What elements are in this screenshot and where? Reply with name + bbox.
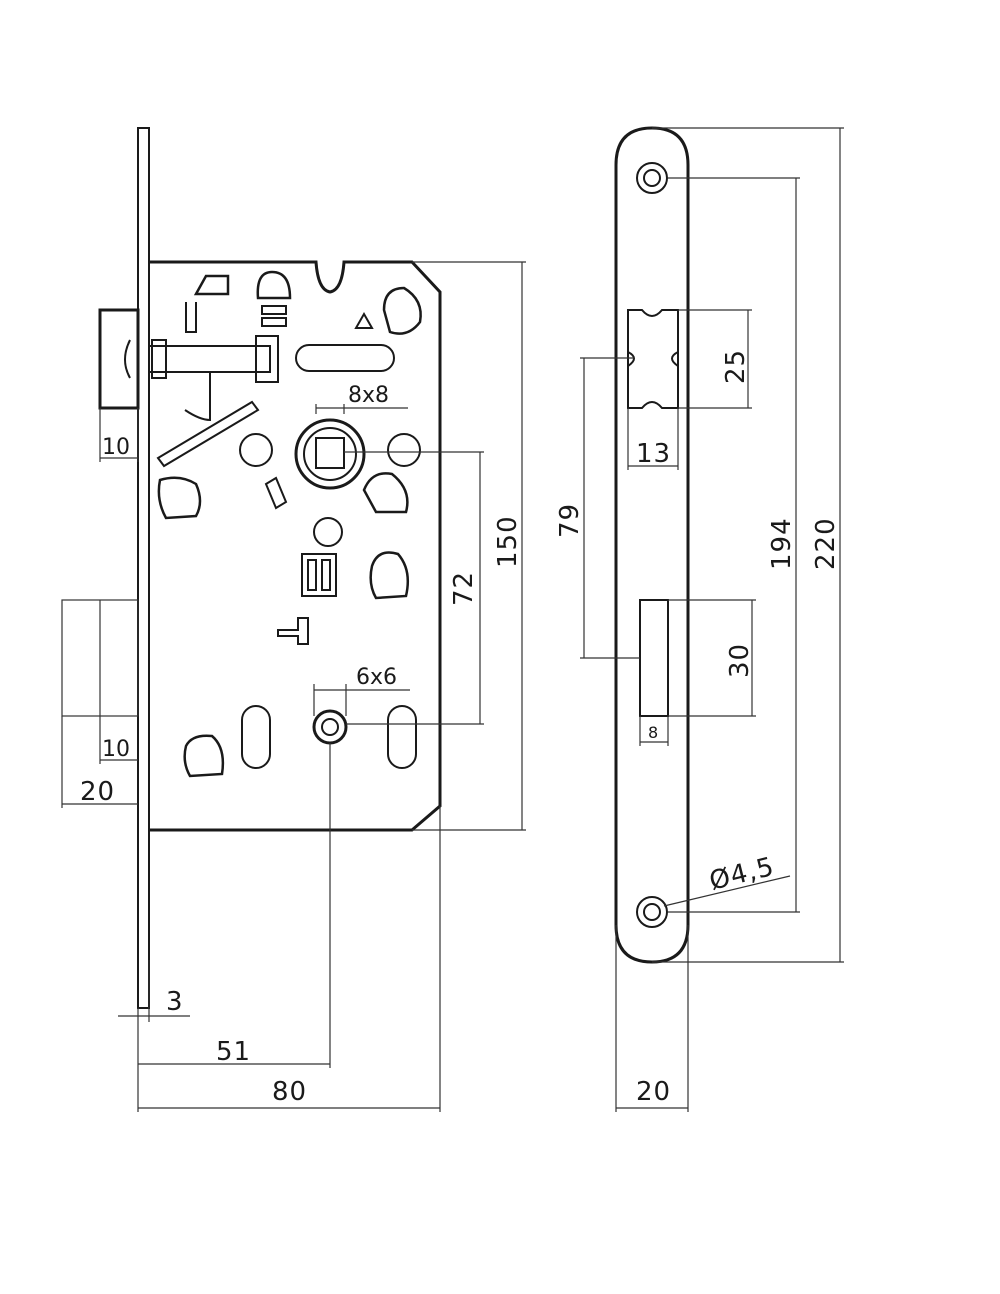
dim-backset: 51 bbox=[216, 1037, 251, 1067]
faceplate-front-view bbox=[614, 126, 690, 964]
dim-latch-to-bolt: 79 bbox=[555, 503, 585, 538]
dim-faceplate-height: 220 bbox=[811, 517, 841, 570]
lock-case-outline bbox=[149, 260, 442, 832]
dim-screw-spacing: 194 bbox=[767, 517, 797, 570]
latch-opening bbox=[627, 309, 679, 409]
follower-hub bbox=[239, 418, 421, 490]
dim-follower-square: 8x8 bbox=[348, 383, 389, 408]
dim-centre-distance: 72 bbox=[449, 571, 479, 606]
bolt-opening bbox=[639, 599, 669, 717]
dim-deadbolt-depth: 10 bbox=[102, 737, 130, 762]
upper-rivets bbox=[193, 270, 422, 372]
dim-latch-depth: 10 bbox=[102, 435, 130, 460]
front-view-dimensions bbox=[580, 127, 844, 1112]
latch-bolt bbox=[98, 302, 279, 422]
dim-deadbolt-length: 20 bbox=[80, 777, 115, 807]
dim-case-height: 150 bbox=[493, 515, 523, 568]
lower-rivets bbox=[183, 705, 417, 778]
dim-screw-hole: Ø4,5 bbox=[706, 852, 777, 897]
dim-bolt-width: 8 bbox=[648, 723, 658, 742]
faceplate-strip bbox=[137, 127, 150, 1009]
turn-spindle bbox=[312, 709, 348, 745]
dim-faceplate-thickness: 3 bbox=[166, 987, 184, 1017]
middle-rivets bbox=[157, 472, 409, 645]
dim-case-width: 80 bbox=[272, 1077, 307, 1107]
faceplate-outline bbox=[614, 126, 690, 964]
dim-turn-square: 6x6 bbox=[356, 665, 397, 690]
horizontal-slot bbox=[295, 344, 395, 372]
screw-hole-top bbox=[636, 162, 668, 194]
screw-hole-bottom bbox=[636, 896, 668, 928]
dim-latch-width: 13 bbox=[636, 439, 671, 469]
deadbolt-ghost bbox=[61, 599, 139, 717]
spring-bar bbox=[156, 400, 260, 468]
side-view-dimensions bbox=[61, 261, 526, 1112]
dim-latch-height: 25 bbox=[721, 349, 751, 384]
dim-faceplate-width: 20 bbox=[636, 1077, 671, 1107]
lock-body-side-view bbox=[61, 127, 442, 1009]
dim-bolt-height: 30 bbox=[725, 643, 755, 678]
